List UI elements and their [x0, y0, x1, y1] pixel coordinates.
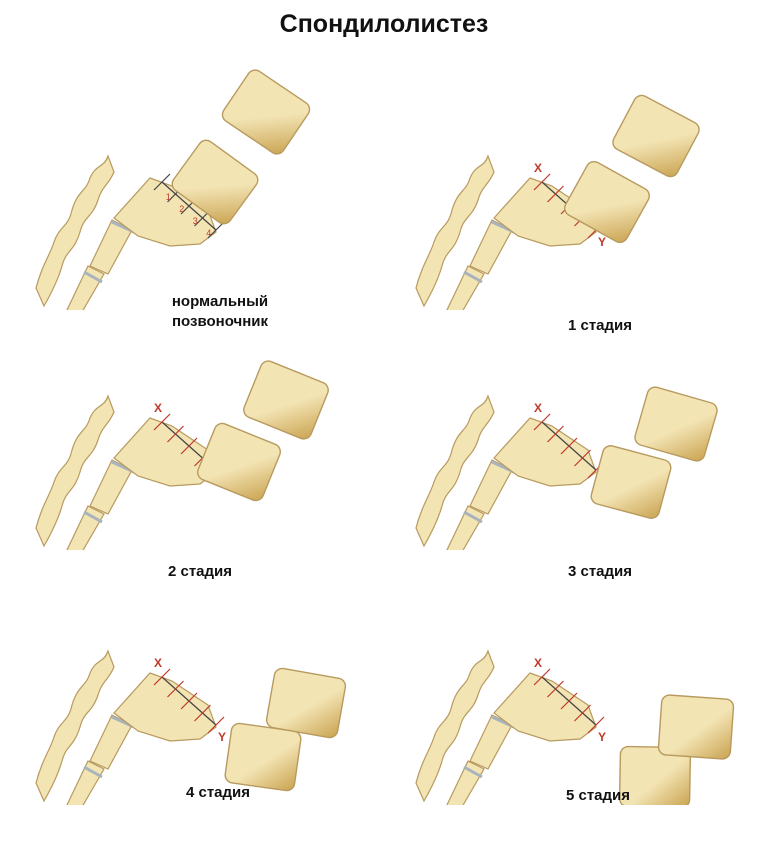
measure-tick-0 — [153, 413, 171, 431]
spine-illustration-stage3: XY — [415, 386, 718, 550]
measure-tick-4 — [207, 221, 225, 239]
caption-line-1: нормальный — [171, 293, 269, 310]
measure-tick-1 — [547, 425, 564, 443]
mark-x-label: X — [534, 656, 542, 670]
disc-lower — [83, 270, 103, 284]
caption-stage2: 2 стадия — [120, 562, 280, 582]
spine-illustration-stage1: XY — [415, 94, 700, 310]
measure-tick-4 — [207, 716, 225, 734]
measure-tick-3 — [574, 449, 591, 467]
measure-tick-3 — [574, 704, 591, 722]
vertebra-l4 — [634, 386, 718, 462]
measure-tick-2 — [180, 437, 198, 455]
vertebra-l5 — [197, 422, 281, 502]
disc-lower — [83, 765, 103, 779]
caption-line-1: 5 стадия — [565, 787, 631, 804]
vertebra-l5 — [224, 722, 302, 792]
mark-number-2: 2 — [179, 204, 184, 214]
measure-tick-0 — [533, 413, 551, 431]
caption-stage1: 1 стадия — [520, 316, 680, 336]
vertebra-l5 — [564, 160, 650, 244]
mark-y-label: Y — [218, 730, 226, 744]
measure-tick-3 — [194, 704, 211, 722]
spine-illustration-stage5: XY — [415, 649, 735, 805]
measure-tick-4 — [587, 716, 605, 734]
caption-line-2: позвоночник — [171, 313, 268, 330]
measure-tick-0 — [533, 668, 551, 686]
measure-tick-1 — [167, 680, 184, 698]
disc-lower — [463, 765, 483, 779]
vertebra-l5 — [171, 139, 259, 225]
posterior-arch — [35, 394, 115, 548]
vertebra-l5 — [618, 745, 692, 805]
caption-stage4: 4 стадия — [138, 783, 298, 803]
mark-number-1: 1 — [166, 192, 171, 202]
measure-tick-0 — [153, 173, 171, 191]
mark-y-label: Y — [598, 730, 606, 744]
mark-number-3: 3 — [193, 216, 198, 226]
caption-stage5: 5 стадия — [518, 786, 678, 806]
vertebra-l4 — [265, 667, 347, 739]
vertebra-l5 — [590, 445, 672, 519]
mark-x-label: X — [154, 401, 162, 415]
mark-number-4: 4 — [206, 228, 211, 238]
disc-lower — [83, 510, 103, 524]
vertebra-l4 — [657, 694, 735, 760]
measure-tick-0 — [533, 173, 551, 191]
measure-tick-1 — [547, 185, 564, 203]
sacrum-body — [493, 417, 597, 487]
panel-stage3: XY 3 стадия — [400, 300, 740, 580]
posterior-arch — [415, 649, 495, 803]
disc-lower — [463, 510, 483, 524]
posterior-arch — [415, 394, 495, 548]
vertebra-l4 — [243, 360, 329, 440]
posterior-arch — [35, 649, 115, 803]
mark-y-label: Y — [598, 235, 606, 249]
mark-x-label: X — [534, 161, 542, 175]
sacrum-body — [493, 672, 597, 742]
spine-illustration-stage4: XY — [35, 649, 347, 805]
disc-lower — [463, 270, 483, 284]
posterior-arch — [415, 154, 495, 308]
caption-normal: нормальный позвоночник — [140, 292, 300, 332]
measure-tick-2 — [560, 692, 578, 710]
caption-line-1: 1 стадия — [567, 317, 633, 334]
vertebra-l4 — [612, 94, 700, 178]
mark-x-label: X — [534, 401, 542, 415]
sacrum-body — [113, 177, 217, 247]
measure-tick-2 — [560, 437, 578, 455]
posterior-arch — [35, 154, 115, 308]
panel-stage2: XY 2 стадия — [20, 300, 360, 580]
measure-tick-1 — [547, 680, 564, 698]
sacrum-body — [493, 177, 597, 247]
caption-stage3: 3 стадия — [520, 562, 680, 582]
vertebra-l4 — [221, 69, 311, 155]
measure-tick-0 — [153, 668, 171, 686]
caption-line-1: 3 стадия — [567, 563, 633, 580]
measure-tick-1 — [167, 425, 184, 443]
diagram-title: Спондилолистез — [279, 10, 489, 38]
spine-illustration-stage2: XY — [35, 360, 329, 550]
caption-line-1: 4 стадия — [185, 784, 251, 801]
measure-tick-2 — [180, 692, 198, 710]
sacrum-body — [113, 672, 217, 742]
mark-x-label: X — [154, 656, 162, 670]
caption-line-1: 2 стадия — [167, 563, 233, 580]
